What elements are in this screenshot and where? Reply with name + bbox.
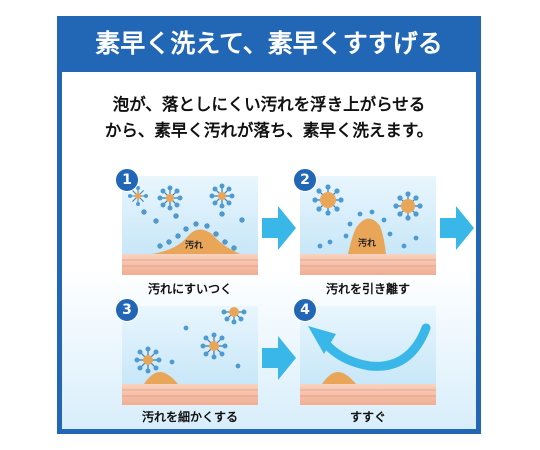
step-4-illustration: 4 bbox=[293, 298, 436, 405]
step-1-caption: 汚れにすいつく bbox=[147, 282, 233, 296]
content-panel: 泡が、落としにくい汚れを浮き上がらせる から、素早く汚れが落ち、素早く洗えます。 bbox=[62, 72, 476, 429]
step-4-caption: すすぐ bbox=[349, 410, 386, 424]
step-1-illustration: 汚れ 1 bbox=[115, 168, 258, 275]
step-badge-3: 3 bbox=[115, 298, 139, 322]
next-arrow-icon bbox=[440, 206, 474, 250]
step-badge-1: 1 bbox=[115, 168, 139, 192]
description-line-1: 泡が、落としにくい汚れを浮き上がらせる bbox=[112, 95, 426, 114]
description: 泡が、落としにくい汚れを浮き上がらせる から、素早く汚れが落ち、素早く洗えます。 bbox=[62, 92, 476, 144]
description-line-2: から、素早く汚れが落ち、素早く洗えます。 bbox=[104, 121, 434, 140]
molecule bbox=[157, 185, 183, 211]
dirt-label: 汚れ bbox=[185, 239, 203, 251]
feature-card: 素早く洗えて、素早くすすげる 泡が、落としにくい汚れを浮き上がらせる から、素早… bbox=[57, 16, 481, 434]
dirt-label: 汚れ bbox=[358, 237, 376, 249]
step-badge-2: 2 bbox=[293, 168, 317, 192]
next-arrow-icon bbox=[262, 206, 296, 250]
next-arrow-icon bbox=[262, 336, 296, 380]
step-3-illustration: 3 bbox=[115, 298, 258, 405]
step-3-caption: 汚れを細かくする bbox=[141, 410, 238, 424]
step-2-illustration: 汚れ 2 bbox=[293, 168, 436, 275]
step-2-caption: 汚れを引き離す bbox=[325, 282, 410, 296]
page-title: 素早く洗えて、素早くすすげる bbox=[95, 29, 443, 58]
step-badge-4: 4 bbox=[293, 298, 317, 322]
